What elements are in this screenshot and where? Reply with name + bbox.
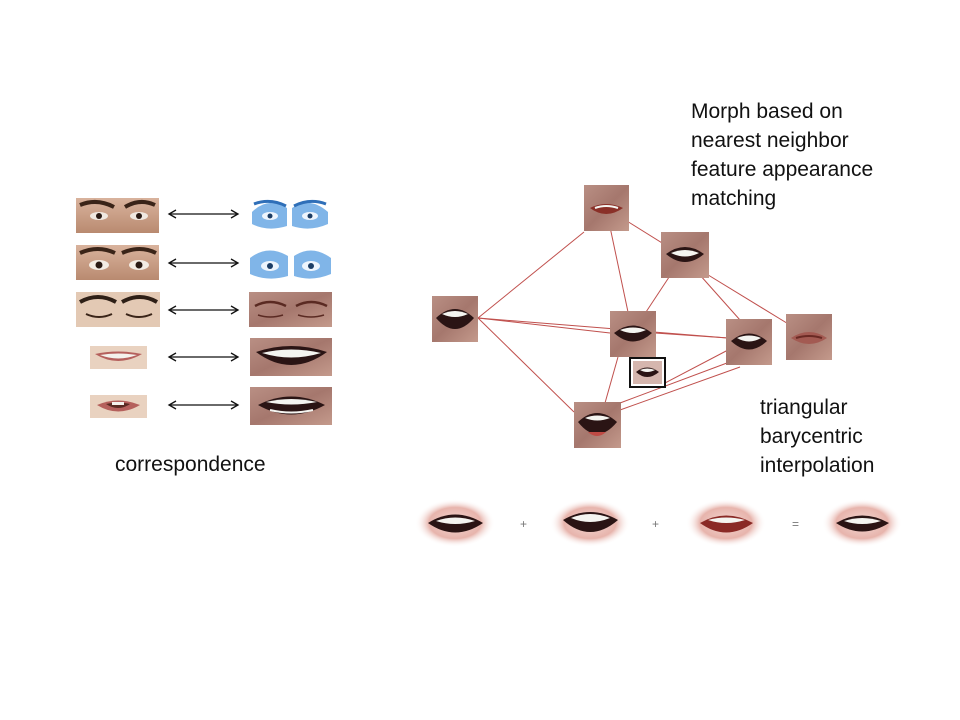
photo-eyes-frown: [76, 198, 159, 233]
graph-node-right: [726, 319, 772, 365]
arrow-row4: [167, 352, 240, 362]
equation-mouth-1: [415, 499, 495, 547]
graph-node-left: [432, 296, 478, 342]
correspondence-rows: [76, 198, 332, 425]
correspondence-label: correspondence: [115, 453, 266, 476]
arrow-row2: [167, 258, 240, 268]
photo-eyes-closed: [76, 292, 160, 327]
morph-caption-line-3: feature appearance: [691, 158, 874, 181]
graph-node-far-right: [786, 314, 832, 360]
photo-eyes-open: [76, 245, 159, 280]
equation-mouth-result: [822, 499, 902, 547]
morph-caption-line-1: Morph based on: [691, 100, 843, 123]
morph-caption-line-2: nearest neighbor: [691, 129, 849, 152]
morph-caption-line-4: matching: [691, 187, 777, 210]
graph-node-bottom: [574, 402, 621, 448]
graph-node-center: [610, 311, 656, 357]
equation-mouth-3: [686, 499, 766, 547]
equation-plus-2: +: [652, 517, 659, 531]
red-sketch-mouth-smile: [250, 338, 332, 376]
arrow-row5: [167, 400, 240, 410]
blue-sketch-eyes-open: [248, 245, 332, 280]
red-sketch-mouth-open: [250, 387, 332, 425]
equation-plus-1: +: [520, 517, 527, 531]
arrow-row1: [167, 209, 240, 219]
blue-sketch-eyes-frown: [248, 198, 330, 233]
equation-mouth-2: [550, 499, 630, 547]
equation-equals: =: [792, 517, 799, 531]
photo-mouth-open: [90, 395, 147, 418]
triangular-caption-line-2: barycentric: [760, 425, 863, 448]
triangular-caption-line-3: interpolation: [760, 454, 875, 477]
morph-caption: Morph based on nearest neighbor feature …: [691, 97, 873, 213]
photo-mouth-smile: [90, 346, 147, 369]
graph-node-top-right: [661, 232, 709, 278]
correspondence-caption: correspondence: [115, 450, 266, 479]
triangular-caption-line-1: triangular: [760, 396, 848, 419]
interpolation-equation: + + =: [415, 499, 902, 547]
triangular-caption: triangular barycentric interpolation: [760, 393, 874, 480]
red-sketch-eyes-closed: [249, 292, 332, 327]
graph-node-top: [584, 185, 629, 231]
arrow-row3: [167, 305, 240, 315]
graph-node-query-selected: [629, 357, 666, 388]
